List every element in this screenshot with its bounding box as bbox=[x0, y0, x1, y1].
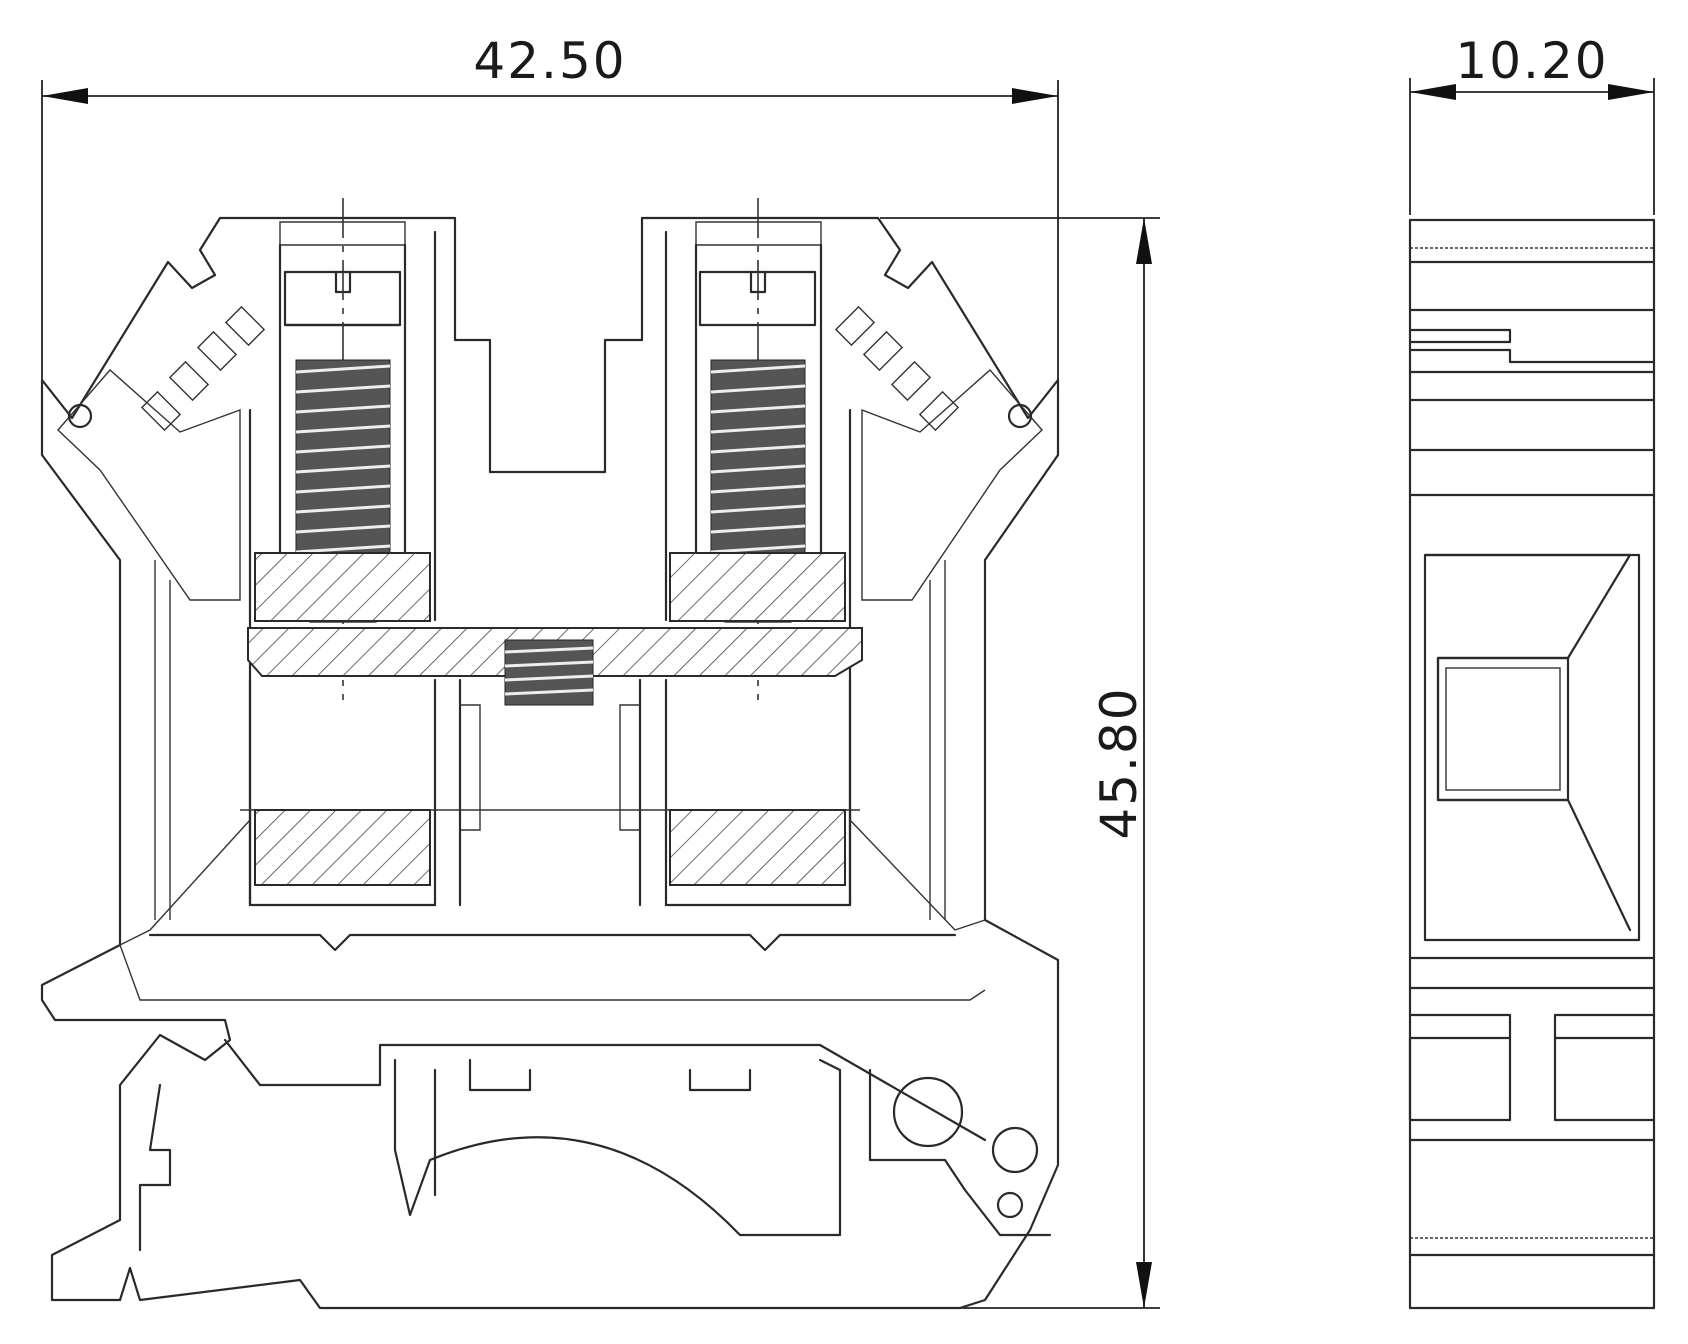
left-upper-clamp bbox=[254, 552, 431, 622]
left-lower-clamp bbox=[254, 809, 431, 886]
front-view bbox=[40, 198, 1060, 1310]
depth-dimension-label: 10.20 bbox=[1455, 32, 1608, 90]
left-notch-tabs bbox=[140, 305, 266, 432]
right-notch-tabs bbox=[834, 305, 960, 432]
width-dimension: 42.50 bbox=[41, 32, 1059, 420]
mount-hole-large bbox=[892, 1076, 964, 1148]
side-view bbox=[1408, 218, 1656, 1310]
left-screw bbox=[283, 198, 402, 700]
width-dimension-label: 42.50 bbox=[473, 32, 626, 90]
mount-hole-small bbox=[996, 1191, 1024, 1219]
right-screw bbox=[698, 198, 817, 700]
right-lower-clamp bbox=[669, 809, 846, 886]
mount-hole-medium bbox=[991, 1126, 1039, 1174]
right-spring bbox=[710, 359, 806, 591]
middle-connector bbox=[504, 639, 594, 706]
height-dimension-label: 45.80 bbox=[1090, 686, 1148, 839]
right-upper-clamp bbox=[669, 552, 846, 622]
height-dimension: 45.80 bbox=[780, 217, 1160, 1309]
depth-dimension: 10.20 bbox=[1409, 32, 1655, 215]
